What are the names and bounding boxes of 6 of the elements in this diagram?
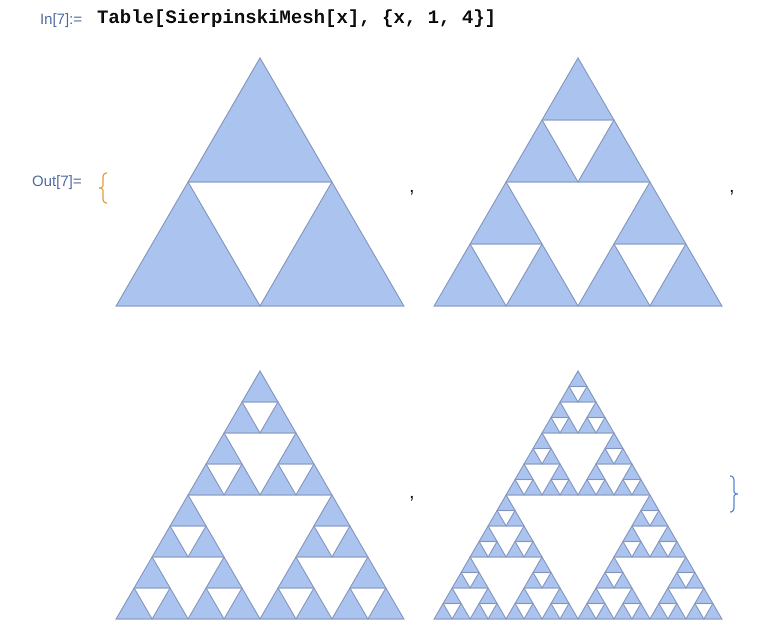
output-prompt: Out[7]= — [32, 174, 82, 189]
comma: , — [409, 176, 415, 196]
comma: , — [729, 176, 735, 196]
code-line: Table[SierpinskiMesh[x], {x, 1, 4}] — [97, 9, 496, 28]
comma: , — [409, 482, 415, 502]
input-prompt: In[7]:= — [40, 12, 82, 27]
